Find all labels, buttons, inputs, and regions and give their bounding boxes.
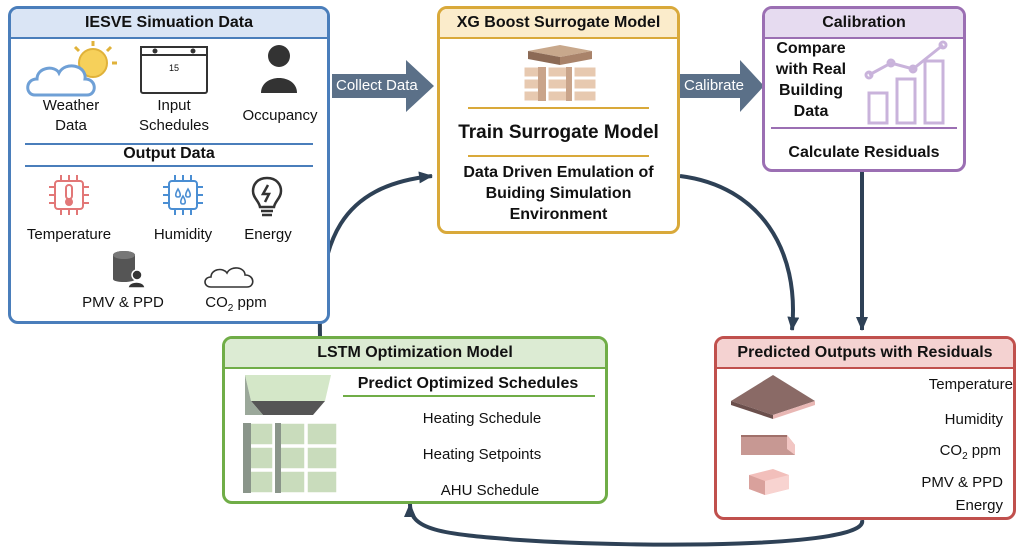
predicted-co2-unit: ppm — [967, 442, 1001, 459]
lstm-item-ahu-schedule: AHU Schedule — [440, 482, 540, 499]
iesve-title: IESVE Simuation Data — [11, 9, 327, 37]
temperature-label: Temperature — [26, 226, 112, 243]
lstm-subtitle: Predict Optimized Schedules — [357, 375, 579, 392]
occupancy-label: Occupancy — [242, 107, 318, 124]
database-user-icon — [113, 251, 145, 289]
calibration-title-divider — [765, 37, 963, 39]
weather-label-1: Weather — [42, 97, 100, 114]
person-icon — [261, 45, 297, 93]
iesve-title-divider — [11, 37, 327, 39]
calibrate-label: Calibrate — [684, 77, 745, 94]
lstm-subtitle-underline — [343, 395, 595, 397]
predicted-box: Predicted Outputs with Residuals Tempera… — [714, 336, 1016, 520]
xg-train-label: Train Surrogate Model — [458, 122, 659, 143]
predicted-co2-main: CO — [939, 442, 963, 459]
output-data-title: Output Data — [123, 145, 215, 162]
calendar-day: 15 — [168, 63, 179, 73]
predicted-title: Predicted Outputs with Residuals — [717, 339, 1013, 367]
calibration-divider — [771, 127, 957, 129]
calibrate-arrow — [680, 60, 764, 112]
xg-desc-1: Data Driven Emulation of — [463, 164, 654, 181]
xg-divider-2 — [468, 155, 649, 157]
energy-label: Energy — [244, 226, 292, 243]
temperature-chip-icon — [49, 175, 89, 215]
lstm-title: LSTM Optimization Model — [225, 339, 605, 367]
predicted-layers-icon — [731, 375, 815, 495]
predicted-title-divider — [717, 367, 1013, 369]
output-divider-top — [25, 143, 313, 145]
predicted-humidity: Humidity — [944, 411, 1003, 428]
layered-blocks-icon — [523, 45, 597, 102]
predicted-temperature: Temperature — [928, 376, 1013, 393]
compare-line-4: Data — [793, 103, 829, 120]
xg-divider-1 — [468, 107, 649, 109]
output-divider-bottom — [25, 165, 313, 167]
schedules-label-2: Schedules — [138, 117, 210, 134]
xg-box: XG Boost Surrogate Model Train Surrogate… — [437, 6, 680, 234]
calibration-box: Calibration Compare with Real Building D… — [762, 6, 966, 172]
energy-bulb-icon — [251, 176, 283, 217]
growth-chart-icon — [864, 40, 948, 125]
iesve-box: IESVE Simuation Data Weather Data 15 Inp… — [8, 6, 330, 324]
compare-line-1: Compare — [776, 40, 846, 57]
xg-desc-3: Environment — [509, 206, 608, 223]
xg-title-divider — [440, 37, 677, 39]
co2-main: CO — [205, 294, 228, 311]
compare-line-3: Building — [779, 82, 843, 99]
weather-icon — [26, 41, 117, 97]
co2-label: CO2 ppm — [191, 294, 281, 314]
lstm-to-xg-arrow — [317, 171, 433, 337]
schedules-label-1: Input — [157, 97, 191, 114]
xg-to-predicted-arrow — [679, 174, 800, 331]
weather-label-2: Data — [55, 117, 87, 134]
calculate-residuals-label: Calculate Residuals — [788, 144, 940, 161]
humidity-label: Humidity — [153, 226, 213, 243]
lstm-item-heating-setpoints: Heating Setpoints — [422, 446, 542, 463]
predicted-co2: CO2 ppm — [893, 442, 1001, 462]
compare-line-2: with Real — [775, 61, 847, 78]
lstm-box: LSTM Optimization Model Predict Optimize… — [222, 336, 608, 504]
collect-data-arrow — [332, 60, 434, 112]
co2-sub: 2 — [227, 303, 234, 314]
xg-title: XG Boost Surrogate Model — [440, 9, 677, 37]
collect-data-label: Collect Data — [336, 77, 418, 94]
lstm-title-divider — [225, 367, 605, 369]
lstm-item-heating-schedule: Heating Schedule — [422, 410, 542, 427]
calendar-icon — [140, 46, 208, 94]
pmv-label: PMV & PPD — [82, 294, 164, 311]
xg-desc-2: Buiding Simulation — [485, 185, 632, 202]
cloud-icon — [204, 267, 254, 288]
predicted-energy: Energy — [955, 497, 1003, 514]
predicted-pmv: PMV & PPD — [921, 474, 1003, 491]
humidity-chip-icon — [163, 175, 203, 215]
calibration-title: Calibration — [765, 9, 963, 37]
lstm-blocks-icon — [242, 375, 338, 494]
predicted-co2-sub: 2 — [962, 451, 968, 462]
co2-unit: ppm — [233, 294, 267, 311]
predicted-to-lstm-arrow — [404, 503, 865, 547]
